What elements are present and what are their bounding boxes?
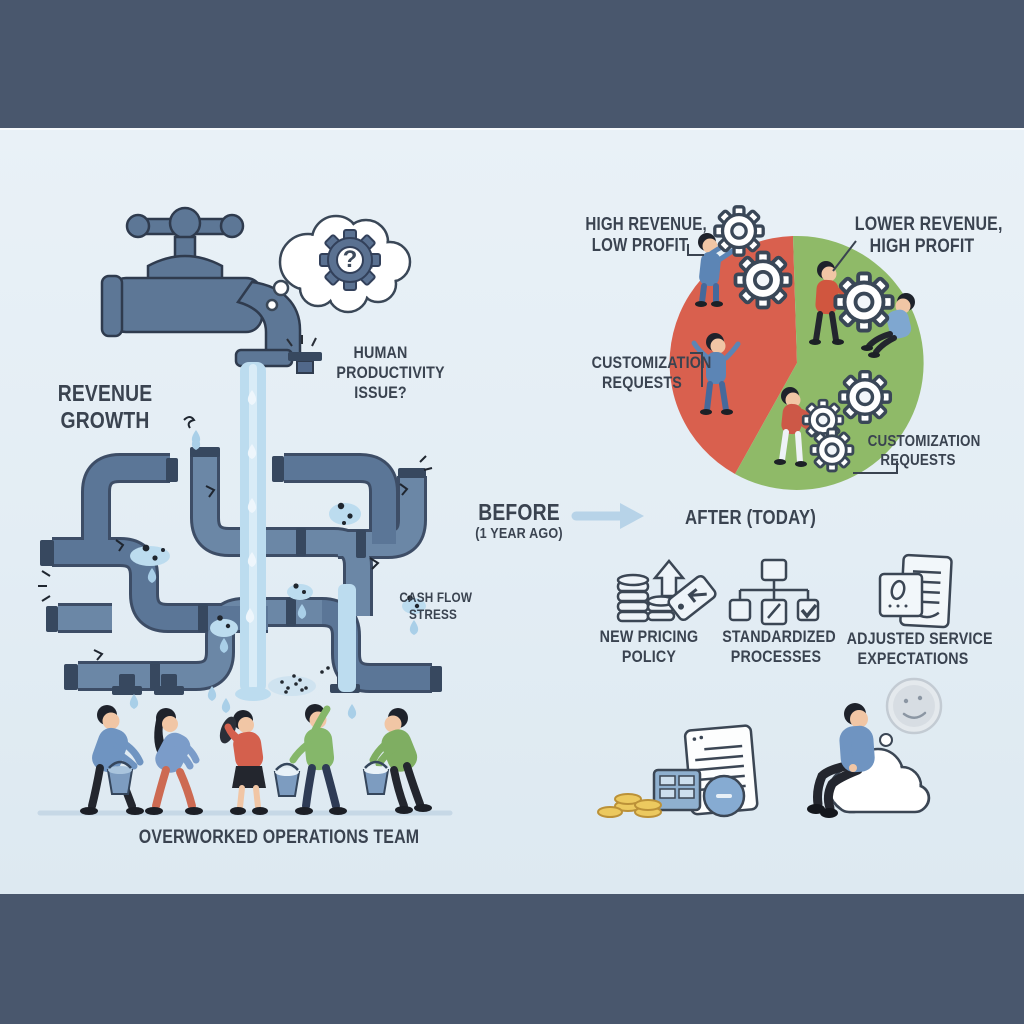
water-leaks-icon xyxy=(38,362,433,719)
before-sub-label: (1 YEAR AGO) xyxy=(475,525,563,542)
smiley-thought-icon xyxy=(879,677,943,747)
faucet-icon xyxy=(100,206,302,368)
pie-figure-sitting xyxy=(861,293,915,358)
cash-flow-stress-label: CASH FLOW STRESS xyxy=(399,589,473,622)
burst-pipe-stub-icon xyxy=(286,335,322,374)
bucket-team-icon xyxy=(37,704,453,816)
before-label: BEFORE xyxy=(478,499,560,525)
after-label: AFTER (TODAY) xyxy=(684,507,816,529)
standardized-processes-label: STANDARDIZED PROCESSES xyxy=(722,627,836,667)
pie-chart-icon xyxy=(669,205,924,490)
label-leader-lines xyxy=(687,240,898,474)
cloud-sitting-person-icon xyxy=(807,677,943,818)
human-productivity-label: HUMAN PRODUCTIVITY ISSUE? xyxy=(336,343,445,403)
flowchart-check-icon xyxy=(728,558,820,626)
customization-requests-left-label: CUSTOMIZATION REQUESTS xyxy=(591,353,712,393)
person-green-bucket xyxy=(363,708,432,814)
coins-price-tag-icon xyxy=(616,559,717,623)
person-red-pants xyxy=(145,708,203,815)
person-red-top xyxy=(219,710,268,815)
person-blue-bucket xyxy=(80,705,144,815)
pie-figure-red-slice xyxy=(691,333,741,415)
gear-question-mark: ? xyxy=(342,246,358,273)
customization-requests-right-label: CUSTOMIZATION REQUESTS xyxy=(867,433,981,469)
question-gear-icon xyxy=(319,229,381,291)
high-revenue-low-profit-label: HIGH REVENUE, LOW PROFIT xyxy=(585,214,707,256)
adjusted-service-expectations-label: ADJUSTED SERVICE EXPECTATIONS xyxy=(846,629,993,669)
revenue-growth-label: REVENUE GROWTH xyxy=(57,380,153,434)
new-pricing-policy-label: NEW PRICING POLICY xyxy=(599,627,699,667)
arrow-right-icon xyxy=(571,503,644,529)
documents-icon xyxy=(878,553,953,629)
paperwork-coins-icon xyxy=(597,724,759,818)
lower-revenue-high-profit-label: LOWER REVENUE, HIGH PROFIT xyxy=(854,214,1003,258)
overworked-team-label: OVERWORKED OPERATIONS TEAM xyxy=(138,827,420,848)
person-green-wave xyxy=(274,704,347,815)
thought-cloud-gear-icon xyxy=(265,214,412,314)
